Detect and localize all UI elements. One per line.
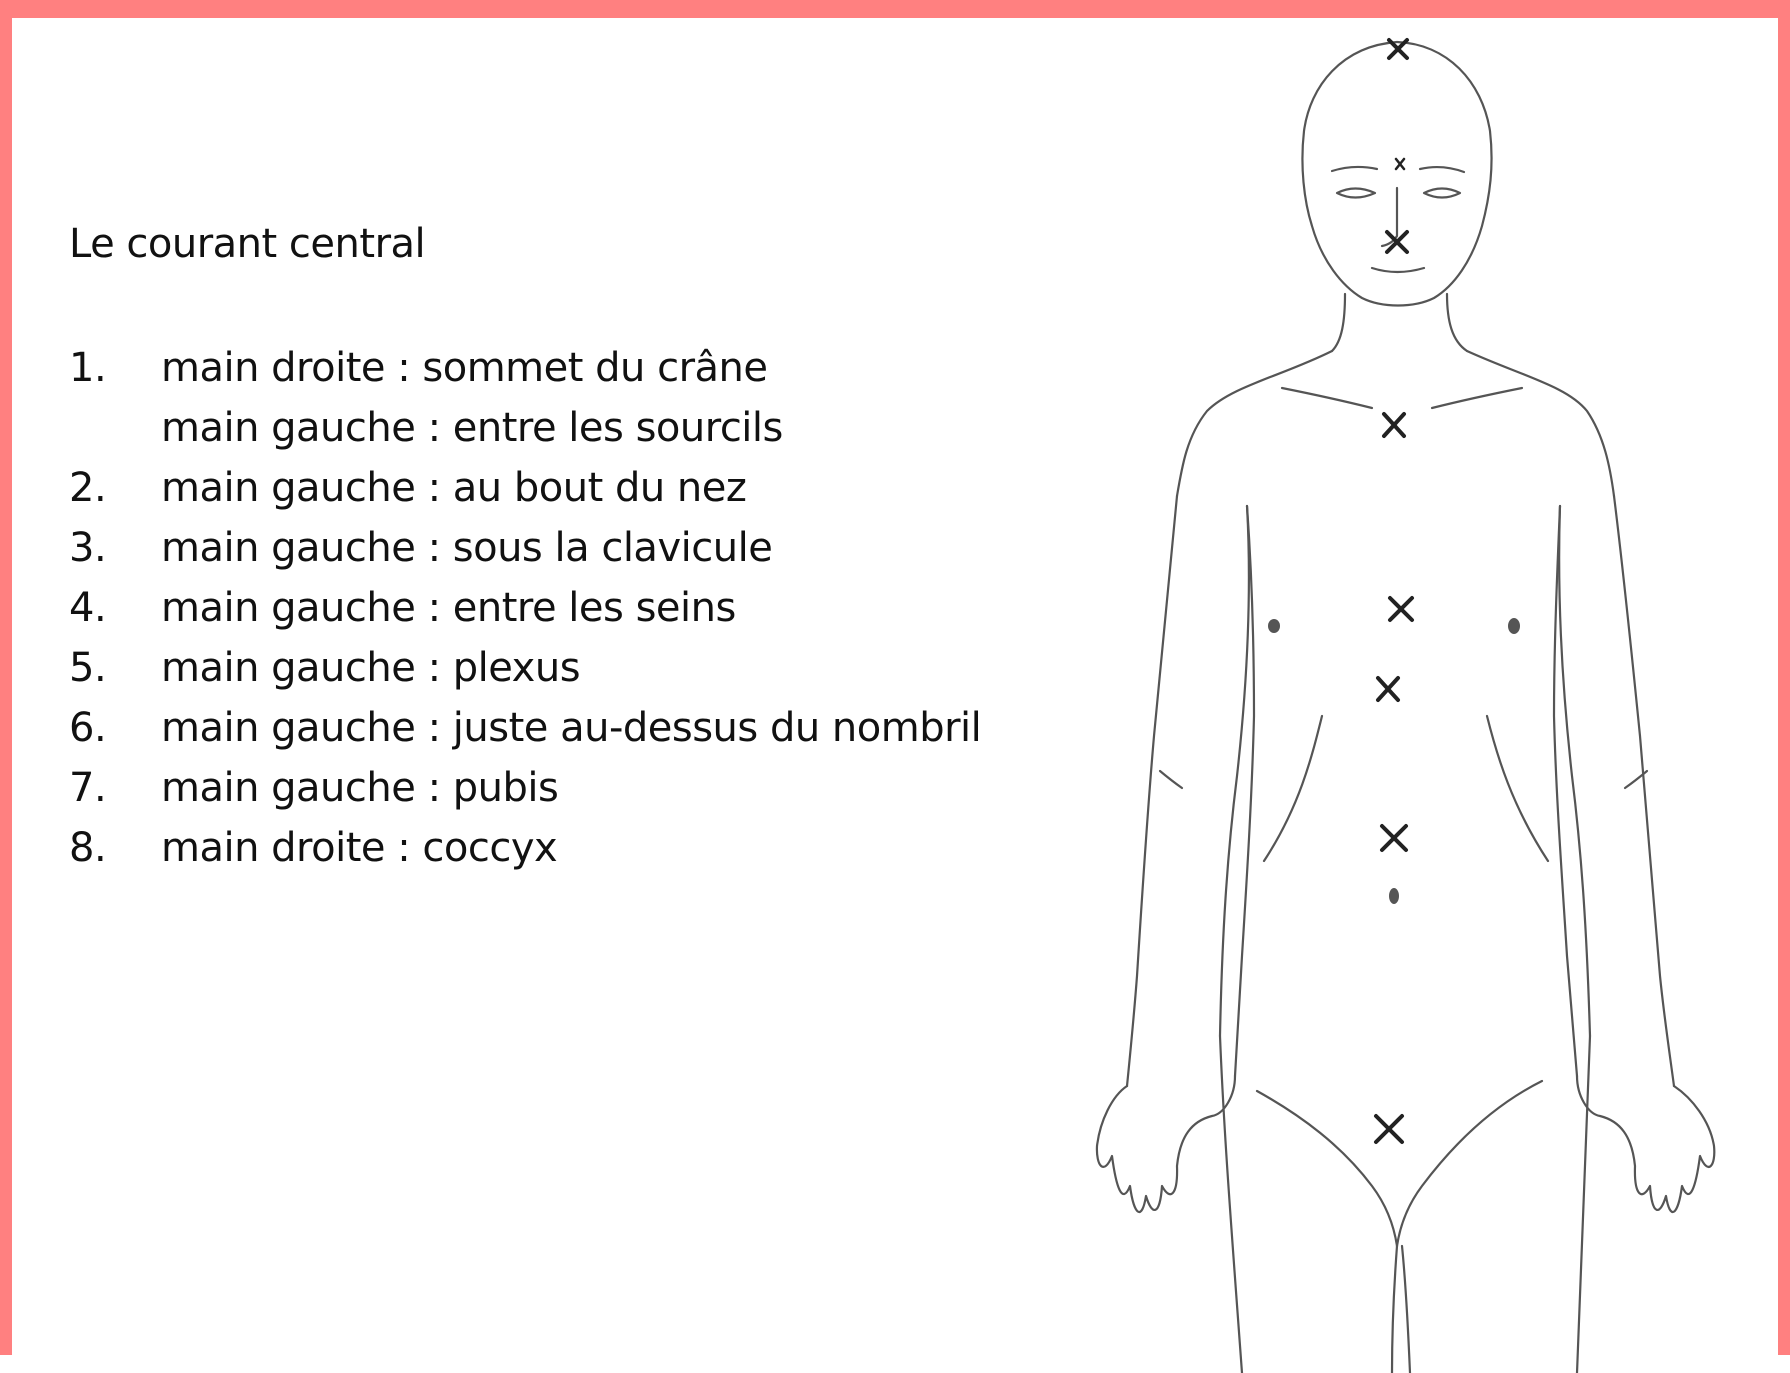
- position-markers: [1376, 40, 1412, 1142]
- nipple-right: [1508, 618, 1520, 634]
- step-item-4: 4. main gauche : entre les seins: [69, 578, 981, 638]
- step-number: 8.: [69, 818, 106, 878]
- body-dots: [1268, 618, 1520, 904]
- step-number: 2.: [69, 458, 106, 518]
- marker-clavicle: [1384, 414, 1404, 436]
- steps-list: 1. main droite : sommet du crâne main ga…: [69, 338, 981, 878]
- step-item-8: 8. main droite : coccyx: [69, 818, 981, 878]
- nipple-left: [1268, 619, 1280, 633]
- body-sketch: [1042, 36, 1772, 1373]
- neck-right: [1447, 294, 1467, 351]
- torso-left: [1220, 506, 1249, 1036]
- clavicle-left: [1282, 388, 1372, 408]
- arm-right-outer: [1614, 496, 1674, 1086]
- step-item-2: 2. main gauche : au bout du nez: [69, 458, 981, 518]
- step-item-5: 5. main gauche : plexus: [69, 638, 981, 698]
- marker-navel: [1382, 826, 1406, 850]
- head-outline: [1302, 42, 1491, 306]
- body-outline-svg: [1042, 36, 1772, 1373]
- eye-right: [1424, 189, 1460, 198]
- step-number: 1.: [69, 338, 106, 398]
- elbow-left: [1160, 771, 1182, 788]
- marker-pubis: [1376, 1116, 1402, 1142]
- diagram-title: Le courant central: [69, 220, 425, 268]
- step-text: main droite : coccyx: [161, 818, 981, 878]
- marker-sternum: [1390, 598, 1412, 620]
- shoulder-right: [1467, 351, 1614, 496]
- step-text: main gauche : juste au-dessus du nombril: [161, 698, 981, 758]
- eye-left: [1337, 189, 1375, 198]
- torso-right: [1559, 506, 1590, 1036]
- step-item-6: 6. main gauche : juste au-dessus du nomb…: [69, 698, 981, 758]
- arm-left-outer: [1127, 496, 1177, 1086]
- hand-right: [1577, 1076, 1714, 1212]
- step-text: main gauche : au bout du nez: [161, 458, 981, 518]
- eyebrow-left: [1332, 167, 1377, 171]
- leg-left-outer: [1220, 1036, 1242, 1373]
- step-text: main droite : sommet du crâne: [161, 338, 981, 398]
- step-number: 7.: [69, 758, 106, 818]
- shoulder-left: [1177, 351, 1332, 496]
- step-text: main gauche : entre les sourcils: [161, 398, 981, 458]
- marker-brow: [1396, 159, 1404, 169]
- step-text: main gauche : pubis: [161, 758, 981, 818]
- step-number: 6.: [69, 698, 106, 758]
- clavicle-right: [1432, 388, 1522, 408]
- step-number: 4.: [69, 578, 106, 638]
- arm-left-inner: [1235, 506, 1254, 1076]
- step-text: main gauche : entre les seins: [161, 578, 981, 638]
- neck-left: [1332, 294, 1345, 351]
- step-item-7: 7. main gauche : pubis: [69, 758, 981, 818]
- rib-left: [1264, 716, 1322, 861]
- step-item-1: 1. main droite : sommet du crâne main ga…: [69, 338, 981, 458]
- leg-inner-right: [1402, 1246, 1410, 1373]
- navel: [1389, 888, 1399, 904]
- step-item-3: 3. main gauche : sous la clavicule: [69, 518, 981, 578]
- leg-inner-left: [1392, 1246, 1397, 1373]
- eyebrow-right: [1420, 167, 1464, 172]
- step-text: main gauche : sous la clavicule: [161, 518, 981, 578]
- mouth: [1372, 268, 1424, 272]
- step-text: main gauche : plexus: [161, 638, 981, 698]
- rib-right: [1487, 716, 1548, 861]
- marker-plexus: [1378, 678, 1398, 700]
- hand-left: [1097, 1076, 1235, 1212]
- groin-right: [1397, 1081, 1542, 1246]
- step-number: 5.: [69, 638, 106, 698]
- step-number: 3.: [69, 518, 106, 578]
- body-outline: [1097, 42, 1714, 1373]
